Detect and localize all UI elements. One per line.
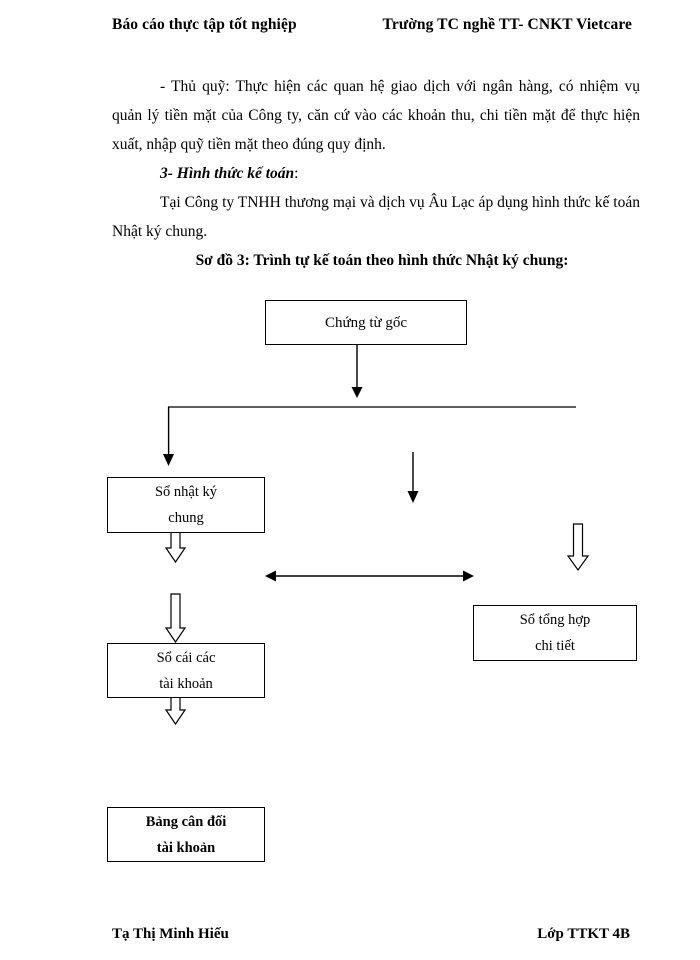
connector-double-headed-arrow [265, 570, 474, 582]
node-label-line1: Bảng cân đối [145, 813, 227, 830]
flowchart-node-so-tong-hop-chi-tiet: Sổ tổng hợp chi tiết [473, 605, 637, 661]
node-label-line2: tài khoản [156, 839, 216, 856]
footer-left-text: Tạ Thị Minh Hiếu [112, 926, 229, 942]
flowchart-node-so-cai-cac-tai-khoan: Sổ cái các tài khoản [107, 643, 265, 698]
node-label-line1: Sổ tổng hợp [519, 612, 591, 628]
connector-bus-to-sonhatky [163, 407, 174, 466]
paragraph-au-lac: Tại Công ty TNHH thương mại và dịch vụ Â… [112, 194, 640, 240]
node-label-line1: Sổ cái các [156, 649, 216, 666]
header-right-text: Trường TC nghề TT- CNKT Vietcare [382, 16, 632, 33]
flowchart-node-so-nhat-ky-chung: Sổ nhật ký chung [107, 477, 265, 533]
page-footer: Tạ Thị Minh Hiếu Lớp TTKT 4B [112, 926, 630, 943]
node-label-line1: Chứng từ gốc [324, 314, 408, 331]
heading-text: 3- Hình thức kế toán [160, 165, 295, 182]
node-label-line2: chung [168, 510, 204, 526]
footer-right-text: Lớp TTKT 4B [537, 926, 630, 942]
connector-hollow-into-socai [164, 593, 187, 644]
document-body: - Thủ quỹ: Thực hiện các quan hệ giao dị… [112, 72, 640, 275]
page-header: Báo cáo thực tập tốt nghiệp Trường TC ng… [112, 16, 632, 34]
node-label-line2: chi tiết [535, 638, 575, 654]
node-label-line2: tài khoản [159, 675, 213, 692]
flowchart-node-bang-can-doi-tai-khoan: Bảng cân đối tài khoản [107, 807, 265, 862]
connector-bus-middle-drop [407, 452, 419, 503]
heading-colon: : [294, 165, 299, 182]
connector-hollow-right-down [566, 523, 590, 572]
flowchart-node-chung-tu-goc: Chứng từ gốc [265, 300, 467, 345]
header-left-text: Báo cáo thực tập tốt nghiệp [112, 16, 297, 33]
paragraph-thu-quy: - Thủ quỹ: Thực hiện các quan hệ giao dị… [112, 78, 640, 153]
heading-hinh-thuc-ke-toan: 3- Hình thức kế toán: [112, 159, 640, 188]
diagram-caption: Sơ đồ 3: Trình tự kế toán theo hình thức… [195, 252, 569, 269]
connector-chungtugoc-to-bus [351, 345, 363, 398]
node-label-line1: Sổ nhật ký [154, 484, 218, 500]
